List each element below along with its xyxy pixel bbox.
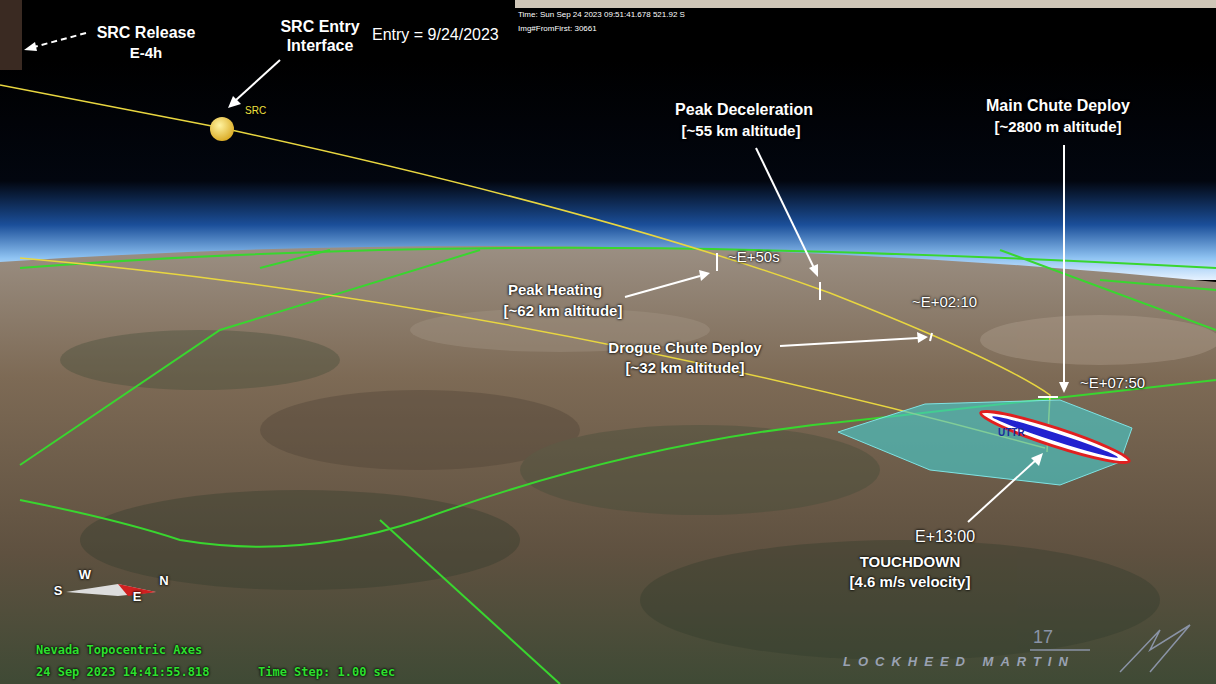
event-label: Main Chute Deploy <box>986 97 1130 115</box>
event-time: ~E+02:10 <box>912 293 977 310</box>
leader-lines <box>24 33 1069 522</box>
event-label: SRC Release <box>97 24 196 42</box>
site-label: UTTR <box>998 427 1025 439</box>
slide-edge <box>0 0 22 70</box>
event-label: SRC Entry <box>280 18 359 36</box>
landing-zone <box>838 400 1132 485</box>
state-borders <box>20 248 1216 684</box>
event-time: ~E+07:50 <box>1080 374 1145 391</box>
event-label: Peak Deceleration <box>675 101 813 119</box>
event-label: Interface <box>287 37 354 55</box>
event-label: TOUCHDOWN <box>860 553 961 570</box>
event-time: E-4h <box>130 44 163 61</box>
terrain <box>0 246 1216 684</box>
terrain-texture <box>60 308 1216 660</box>
top-bar <box>515 0 1216 8</box>
altitude-label: [~55 km altitude] <box>682 122 801 139</box>
object-label: SRC <box>245 105 266 117</box>
compass-letter: N <box>159 574 168 589</box>
compass-letter: E <box>133 590 142 605</box>
compass-letter: W <box>79 568 91 583</box>
altitude-label: [~2800 m altitude] <box>994 118 1121 135</box>
slide-number: 17 <box>1033 627 1053 648</box>
logo-text: LOCKHEED MARTIN <box>843 655 1075 670</box>
frame-counter: Img#FromFirst: 30661 <box>518 24 597 33</box>
trajectory <box>0 85 1050 452</box>
velocity-label: [4.6 m/s velocity] <box>850 573 971 590</box>
date-label: Entry = 9/24/2023 <box>372 26 499 44</box>
atmosphere-glow <box>0 60 1216 280</box>
event-ticks <box>717 253 1058 397</box>
time-step: Time Step: 1.00 sec <box>258 666 395 680</box>
event-time: E+13:00 <box>915 528 975 546</box>
compass-letter: S <box>54 584 63 599</box>
altitude-label: [~32 km altitude] <box>626 359 745 376</box>
landing-ellipse <box>978 404 1132 469</box>
event-label: Peak Heating <box>508 281 602 298</box>
event-time: ~E+50s <box>728 248 780 265</box>
compass <box>66 584 156 596</box>
axes-label: Nevada Topocentric Axes <box>36 644 202 658</box>
altitude-label: [~62 km altitude] <box>504 302 623 319</box>
sim-time: 24 Sep 2023 14:41:55.818 <box>36 666 209 680</box>
capsule <box>210 117 234 141</box>
event-label: Drogue Chute Deploy <box>608 339 761 356</box>
timestamp: Time: Sun Sep 24 2023 09:51:41.678 521.9… <box>518 10 685 19</box>
